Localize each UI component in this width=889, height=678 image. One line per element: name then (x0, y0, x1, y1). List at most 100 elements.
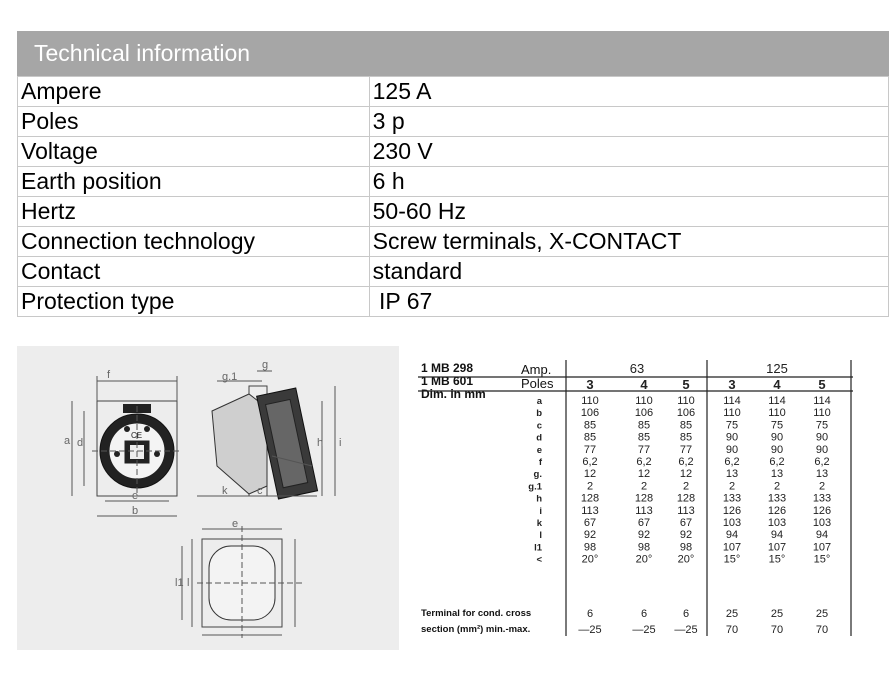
dim-cell: 113 (581, 505, 599, 517)
dim-cell: 126 (768, 505, 786, 517)
spec-key: Ampere (17, 76, 370, 107)
terminal-min-cell: 25 (726, 608, 738, 620)
dim-cell: 85 (680, 432, 692, 444)
spec-key: Earth position (17, 166, 370, 197)
spec-value: standard (368, 256, 889, 287)
dim-cell: 114 (813, 395, 831, 407)
dim-cell: 85 (680, 419, 692, 431)
dim-cell: 92 (638, 529, 650, 541)
dim-cell: 114 (768, 395, 786, 407)
dim-cell: 133 (723, 493, 741, 505)
spec-key: Hertz (17, 196, 370, 227)
poles-label: Poles (521, 376, 554, 391)
spec-row-voltage: Voltage 230 V (17, 136, 889, 167)
terminal-max-cell: —25 (578, 624, 601, 636)
label-k: k (222, 485, 228, 497)
dim-cell: 20° (678, 554, 695, 566)
spec-row-protection-type: Protection type IP 67 (17, 286, 889, 317)
dim-row-label: g. (534, 469, 542, 480)
dim-cell: 94 (726, 529, 738, 541)
dim-cell: 67 (680, 517, 692, 529)
label-a: a (64, 435, 71, 447)
dim-cell: 67 (638, 517, 650, 529)
product-2: 1 MB 601 (421, 374, 473, 388)
dim-row-label: l1 (534, 542, 543, 553)
table-rules (418, 360, 853, 636)
amp-label: Amp. (521, 362, 551, 377)
amp-header-125: 125 (766, 361, 788, 376)
label-h: h (317, 437, 323, 449)
dim-cell: 90 (816, 444, 828, 456)
technical-information-header: Technical information (17, 31, 889, 76)
dim-cell: 15° (769, 554, 786, 566)
dim-row-label: < (536, 555, 542, 566)
dim-cell: 2 (774, 480, 780, 492)
terminal-min-cell: 6 (641, 608, 647, 620)
poles-header: 4 (640, 377, 648, 392)
dim-cell: 133 (813, 493, 831, 505)
dim-cell: 20° (636, 554, 653, 566)
spec-value: IP 67 (368, 286, 889, 317)
dim-row-label: a (537, 396, 543, 407)
label-f: f (107, 369, 111, 381)
spec-row-contact: Contact standard (17, 256, 889, 287)
cutout-view (181, 526, 302, 638)
dim-cell: 12 (638, 468, 650, 480)
dim-cell: 128 (635, 493, 653, 505)
dim-cell: 6,2 (582, 456, 597, 468)
dim-cell: 110 (813, 407, 831, 419)
dim-cell: 94 (771, 529, 783, 541)
dim-cell: 110 (768, 407, 786, 419)
dim-cell: 126 (813, 505, 831, 517)
dim-cell: 15° (814, 554, 831, 566)
dim-cell: 85 (584, 419, 596, 431)
dim-cell: 110 (677, 395, 695, 407)
spec-table: Ampere 125 A Poles 3 p Voltage 230 V Ear… (17, 76, 889, 317)
dimensions-svg: 1 MB 298 1 MB 601 Dim. in mm Amp. Poles … (418, 360, 853, 636)
dim-row-label: i (539, 506, 542, 517)
dim-cell: 20° (582, 554, 599, 566)
dim-cell: 133 (768, 493, 786, 505)
label-c: c (257, 485, 263, 497)
terminal-min-cell: 6 (587, 608, 593, 620)
product-1: 1 MB 298 (421, 361, 473, 375)
dim-cell: 12 (584, 468, 596, 480)
poles-header: 5 (818, 377, 825, 392)
dim-cell: 98 (584, 541, 596, 553)
spec-key: Protection type (17, 286, 370, 317)
dim-cell: 107 (768, 541, 786, 553)
dim-cell: 106 (677, 407, 695, 419)
spec-row-earth-position: Earth position 6 h (17, 166, 889, 197)
spec-value: 50-60 Hz (368, 196, 889, 227)
dim-cell: 90 (771, 444, 783, 456)
dim-cell: 15° (724, 554, 741, 566)
amp-header-63: 63 (630, 361, 644, 376)
dim-cell: 12 (680, 468, 692, 480)
terminal-min-cell: 25 (771, 608, 783, 620)
dim-cell: 113 (677, 505, 695, 517)
spec-key: Poles (17, 106, 370, 137)
dim-cell: 128 (677, 493, 695, 505)
dimensions-table: 1 MB 298 1 MB 601 Dim. in mm Amp. Poles … (418, 360, 858, 640)
dim-cell: 90 (726, 444, 738, 456)
poles-header: 5 (682, 377, 689, 392)
terminal-label-1: Terminal for cond. cross (421, 608, 531, 619)
dim-cell: 94 (816, 529, 828, 541)
terminal-label-2: section (mm²) min.-max. (421, 624, 530, 635)
dim-cell: 107 (813, 541, 831, 553)
dim-cell: 92 (584, 529, 596, 541)
dim-cell: 98 (638, 541, 650, 553)
dim-cell: 98 (680, 541, 692, 553)
dim-row-label: k (537, 518, 543, 529)
dim-row-label: l (539, 530, 542, 541)
spec-key: Connection technology (17, 226, 370, 257)
dim-cell: 13 (816, 468, 828, 480)
technical-drawing: CE f a d e b (17, 346, 399, 650)
dim-cell: 6,2 (814, 456, 829, 468)
dim-cell: 110 (635, 395, 653, 407)
dim-row-label: h (536, 494, 542, 505)
terminal-max-cell: 70 (816, 624, 828, 636)
spec-key: Voltage (17, 136, 370, 167)
dim-cell: 75 (816, 419, 828, 431)
side-view (197, 370, 336, 500)
